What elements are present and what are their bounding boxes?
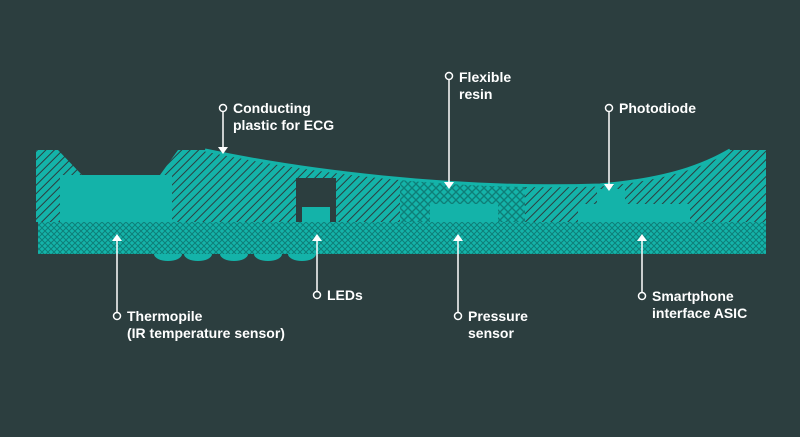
label-line: sensor: [468, 325, 514, 341]
label-line: plastic for ECG: [233, 117, 335, 133]
arrowhead-up: [637, 234, 647, 241]
arrowhead-down: [218, 147, 228, 154]
marker-pressure-sensor: [453, 311, 463, 321]
arrowhead-down: [444, 182, 454, 189]
led-chip: [302, 207, 330, 222]
base-substrate: [38, 222, 766, 254]
marker-smartphone-asic: [637, 291, 647, 301]
label-line: Thermopile: [127, 308, 203, 324]
thermopile-block: [60, 175, 172, 222]
arrowhead-up: [453, 234, 463, 241]
marker-photodiode: [604, 103, 614, 113]
label-smartphone-asic: Smartphone interface ASIC: [652, 288, 747, 322]
label-line: Pressure: [468, 308, 528, 324]
marker-conducting-plastic: [218, 103, 228, 113]
asic-block: [578, 204, 690, 222]
label-line: interface ASIC: [652, 305, 748, 321]
label-line: Photodiode: [619, 100, 696, 116]
label-line: Conducting: [233, 100, 311, 116]
marker-thermopile: [112, 311, 122, 321]
marker-leds: [312, 290, 322, 300]
arrowhead-up: [112, 234, 122, 241]
label-conducting-plastic: Conducting plastic for ECG: [233, 100, 334, 134]
label-photodiode: Photodiode: [619, 100, 696, 117]
callout-arrowheads: [112, 147, 647, 241]
label-thermopile: Thermopile (IR temperature sensor): [127, 308, 285, 342]
callout-lines: [116, 76, 643, 316]
label-leds: LEDs: [327, 287, 363, 304]
arrowhead-down: [604, 184, 614, 191]
photodiode-block: [597, 189, 625, 204]
label-line: Smartphone: [652, 288, 734, 304]
marker-flexible-resin: [444, 71, 454, 81]
pressure-sensor-block: [430, 204, 498, 222]
label-line: (IR temperature sensor): [127, 325, 285, 341]
arrowhead-up: [312, 234, 322, 241]
label-line: LEDs: [327, 287, 363, 303]
callout-markers: [112, 71, 647, 321]
label-line: Flexible: [459, 69, 512, 85]
label-pressure-sensor: Pressure sensor: [468, 308, 528, 342]
label-flexible-resin: Flexible resin: [459, 69, 511, 103]
conducting-plastic-surface: [204, 148, 731, 188]
label-line: resin: [459, 86, 493, 102]
